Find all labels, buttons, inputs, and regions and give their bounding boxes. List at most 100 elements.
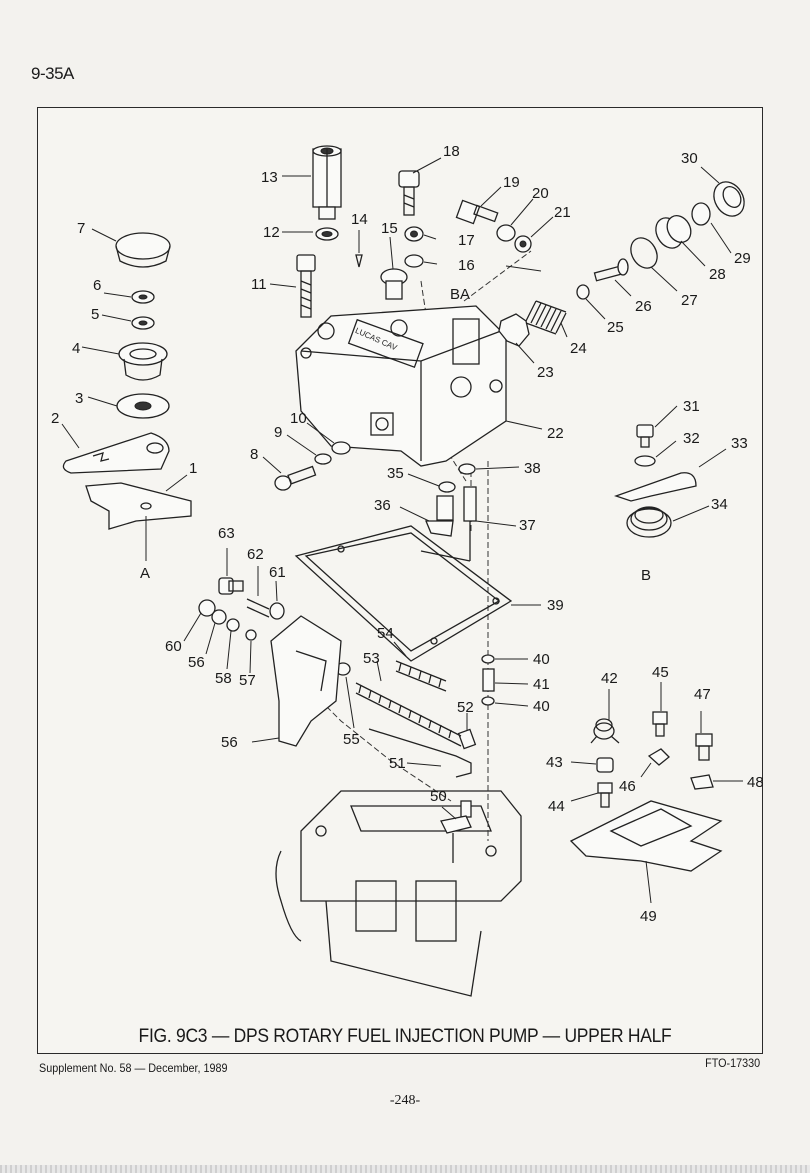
callout-34: 34: [711, 496, 728, 513]
part-39-gasket: [294, 525, 513, 662]
callout-9: 9: [274, 424, 282, 441]
callout-26: 26: [635, 298, 652, 315]
part-50-arm: [440, 800, 472, 863]
part-13-adapter: [312, 145, 342, 220]
callout-18: 18: [443, 143, 460, 160]
callout-31: 31: [683, 398, 700, 415]
part-14-screw: [355, 254, 363, 268]
callout-38: 38: [524, 460, 541, 477]
part-45-screw: [652, 711, 668, 737]
callout-58: 58: [215, 670, 232, 687]
part-38-washer: [458, 463, 476, 475]
callout-25: 25: [607, 319, 624, 336]
part-7-cap: [115, 232, 171, 268]
part-41-valve: [482, 668, 495, 692]
part-43-bush: [596, 757, 614, 773]
part-48-nut: [690, 774, 714, 790]
callout-61: 61: [269, 564, 286, 581]
callout-44: 44: [548, 798, 565, 815]
callout-15: 15: [381, 220, 398, 237]
part-19-bolt: [455, 199, 499, 225]
part-35-oring: [438, 481, 456, 493]
parts-diagram: LUCAS CAV: [51, 143, 764, 997]
part-49-bracket: [569, 800, 723, 872]
part-11-bolt: [296, 254, 316, 318]
callout-56: 56: [221, 734, 238, 751]
detail-label-a: A: [140, 565, 150, 582]
callout-28: 28: [709, 266, 726, 283]
part-30-cap: [713, 181, 745, 217]
callout-54: 54: [377, 625, 394, 642]
callout-21: 21: [554, 204, 571, 221]
part-36-plunger: [425, 495, 454, 537]
part-56-lever-plate: [270, 615, 342, 747]
section-number: 9-35A: [31, 64, 74, 83]
callout-48: 48: [747, 774, 764, 791]
callout-14: 14: [351, 211, 368, 228]
part-58-washer: [226, 618, 240, 632]
callout-60: 60: [165, 638, 182, 655]
part-59-bush: [211, 609, 227, 625]
part-16-washer: [404, 254, 424, 268]
ba-mark: BA: [450, 286, 470, 303]
callout-32: 32: [683, 430, 700, 447]
figure-reference-code: FTO-17330: [704, 1056, 760, 1070]
part-10-nut: [331, 441, 351, 455]
callout-47: 47: [694, 686, 711, 703]
part-62-spring: [246, 598, 270, 618]
part-61-washer: [269, 602, 285, 620]
part-57-ring: [245, 629, 257, 641]
detail-label-b: B: [641, 567, 651, 584]
part-1-lever: [85, 482, 192, 561]
part-3-plate: [116, 393, 170, 419]
part-20-nut: [496, 224, 516, 242]
part-32-washer: [634, 455, 656, 467]
callout-7: 7: [77, 220, 85, 237]
callout-49: 49: [640, 908, 657, 925]
callout-16: 16: [458, 257, 475, 274]
callout-40b: 40: [533, 698, 550, 715]
part-31-bolt: [636, 424, 654, 448]
pump-cover: LUCAS CAV: [295, 305, 507, 467]
callout-17: 17: [458, 232, 475, 249]
part-51-link: [368, 728, 472, 778]
part-53-spring: [355, 682, 462, 747]
part-4-bush: [118, 342, 168, 381]
part-25-ring: [576, 284, 590, 300]
part-24-spring: [525, 300, 567, 335]
part-18-bolt: [398, 170, 420, 216]
callout-12: 12: [263, 224, 280, 241]
callout-5: 5: [91, 306, 99, 323]
part-46-clip: [647, 748, 670, 766]
part-28-bush: [655, 215, 692, 249]
callout-19: 19: [503, 174, 520, 191]
callout-1: 1: [189, 460, 197, 477]
callout-13: 13: [261, 169, 278, 186]
callout-50: 50: [430, 788, 447, 805]
callout-45: 45: [652, 664, 669, 681]
supplement-note: Supplement No. 58 — December, 1989: [39, 1061, 228, 1075]
callout-43: 43: [546, 754, 563, 771]
callout-39: 39: [547, 597, 564, 614]
callout-57: 57: [239, 672, 256, 689]
callout-6: 6: [93, 277, 101, 294]
callout-62: 62: [247, 546, 264, 563]
part-44-screw: [597, 782, 613, 808]
leader-lines: [61, 157, 743, 904]
part-40-washer-top: [481, 654, 495, 664]
callout-40: 40: [533, 651, 550, 668]
callout-42: 42: [601, 670, 618, 687]
part-9-washer: [314, 453, 332, 465]
part-29-seal: [691, 202, 711, 226]
part-8-screw: [274, 465, 317, 491]
callout-8: 8: [250, 446, 258, 463]
part-27-oring: [630, 237, 658, 269]
part-23-lever: [498, 313, 530, 347]
part-63-screw: [218, 577, 244, 595]
part-26-pin: [593, 258, 629, 282]
callout-30: 30: [681, 150, 698, 167]
callout-63: 63: [218, 525, 235, 542]
callout-56b: 56: [188, 654, 205, 671]
exploded-parts-figure: LUCAS CAV: [37, 107, 764, 1054]
callout-4: 4: [72, 340, 80, 357]
